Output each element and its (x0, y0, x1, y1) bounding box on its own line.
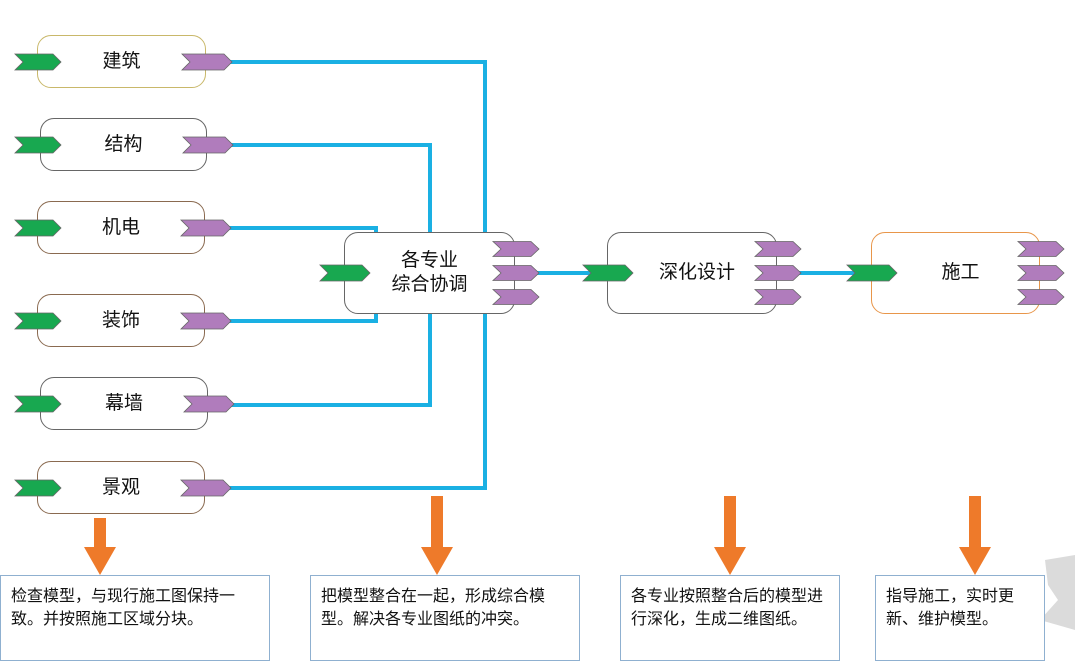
source-node[interactable]: 装饰 (37, 294, 205, 347)
down-arrow-icon (421, 496, 453, 575)
source-node[interactable]: 幕墙 (40, 377, 208, 430)
description-box: 把模型整合在一起，形成综合模型。解决各专业图纸的冲突。 (310, 575, 580, 661)
node-label: 装饰 (101, 308, 140, 331)
description-box: 各专业按照整合后的模型进行深化，生成二维图纸。 (620, 575, 840, 661)
node-label: 机电 (101, 215, 140, 238)
source-node[interactable]: 景观 (37, 461, 205, 514)
source-node[interactable]: 建筑 (37, 35, 206, 88)
stage-node[interactable]: 各专业 综合协调 (344, 232, 515, 314)
description-box: 检查模型，与现行施工图保持一致。并按照施工区域分块。 (0, 575, 270, 661)
source-node[interactable]: 机电 (37, 201, 205, 254)
down-arrow-icon (84, 518, 116, 575)
node-label: 景观 (101, 475, 140, 498)
source-node[interactable]: 结构 (40, 118, 207, 171)
stage-node[interactable]: 施工 (871, 232, 1040, 314)
node-label: 各专业 综合协调 (391, 249, 468, 295)
node-label: 幕墙 (104, 391, 143, 414)
node-label: 深化设计 (658, 261, 735, 284)
watermark-logo (1040, 555, 1075, 630)
stage-node[interactable]: 深化设计 (607, 232, 777, 314)
down-arrow-icon (714, 496, 746, 575)
down-arrow-icon (959, 496, 991, 575)
node-label: 结构 (104, 132, 143, 155)
node-label: 建筑 (102, 49, 141, 72)
node-label: 施工 (941, 261, 980, 284)
description-box: 指导施工，实时更新、维护模型。 (875, 575, 1045, 661)
